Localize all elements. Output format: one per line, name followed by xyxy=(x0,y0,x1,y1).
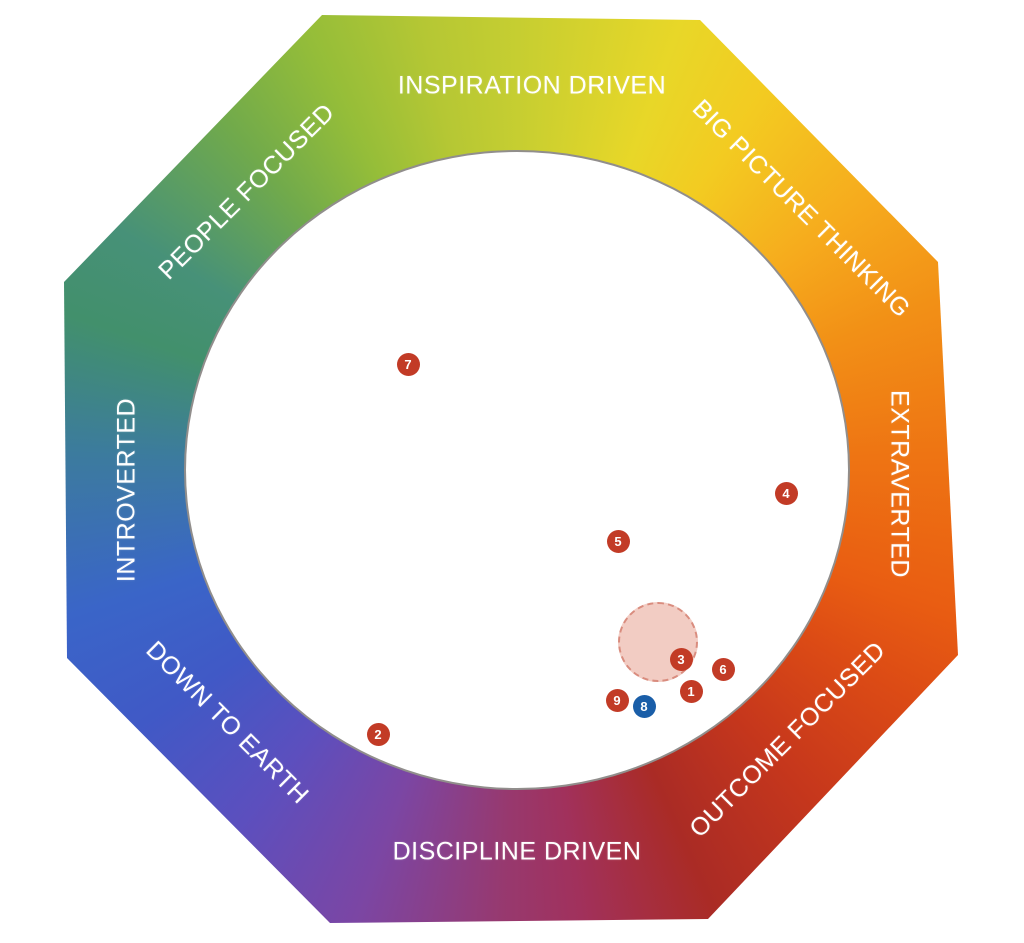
participant-dot-8[interactable]: 8 xyxy=(632,694,656,718)
participant-dot-5[interactable]: 5 xyxy=(606,529,630,553)
participant-dot-7[interactable]: 7 xyxy=(396,352,420,376)
participant-dot-1[interactable]: 1 xyxy=(679,679,703,703)
participant-dot-6[interactable]: 6 xyxy=(711,657,735,681)
segment-label-inspiration-driven: INSPIRATION DRIVEN xyxy=(397,71,667,100)
participant-dot-9[interactable]: 9 xyxy=(605,688,629,712)
participant-dot-3[interactable]: 3 xyxy=(669,647,693,671)
segment-label-discipline-driven: DISCIPLINE DRIVEN xyxy=(392,837,642,866)
inner-circle xyxy=(184,150,850,790)
participant-dot-2[interactable]: 2 xyxy=(366,722,390,746)
participant-dot-4[interactable]: 4 xyxy=(774,481,798,505)
